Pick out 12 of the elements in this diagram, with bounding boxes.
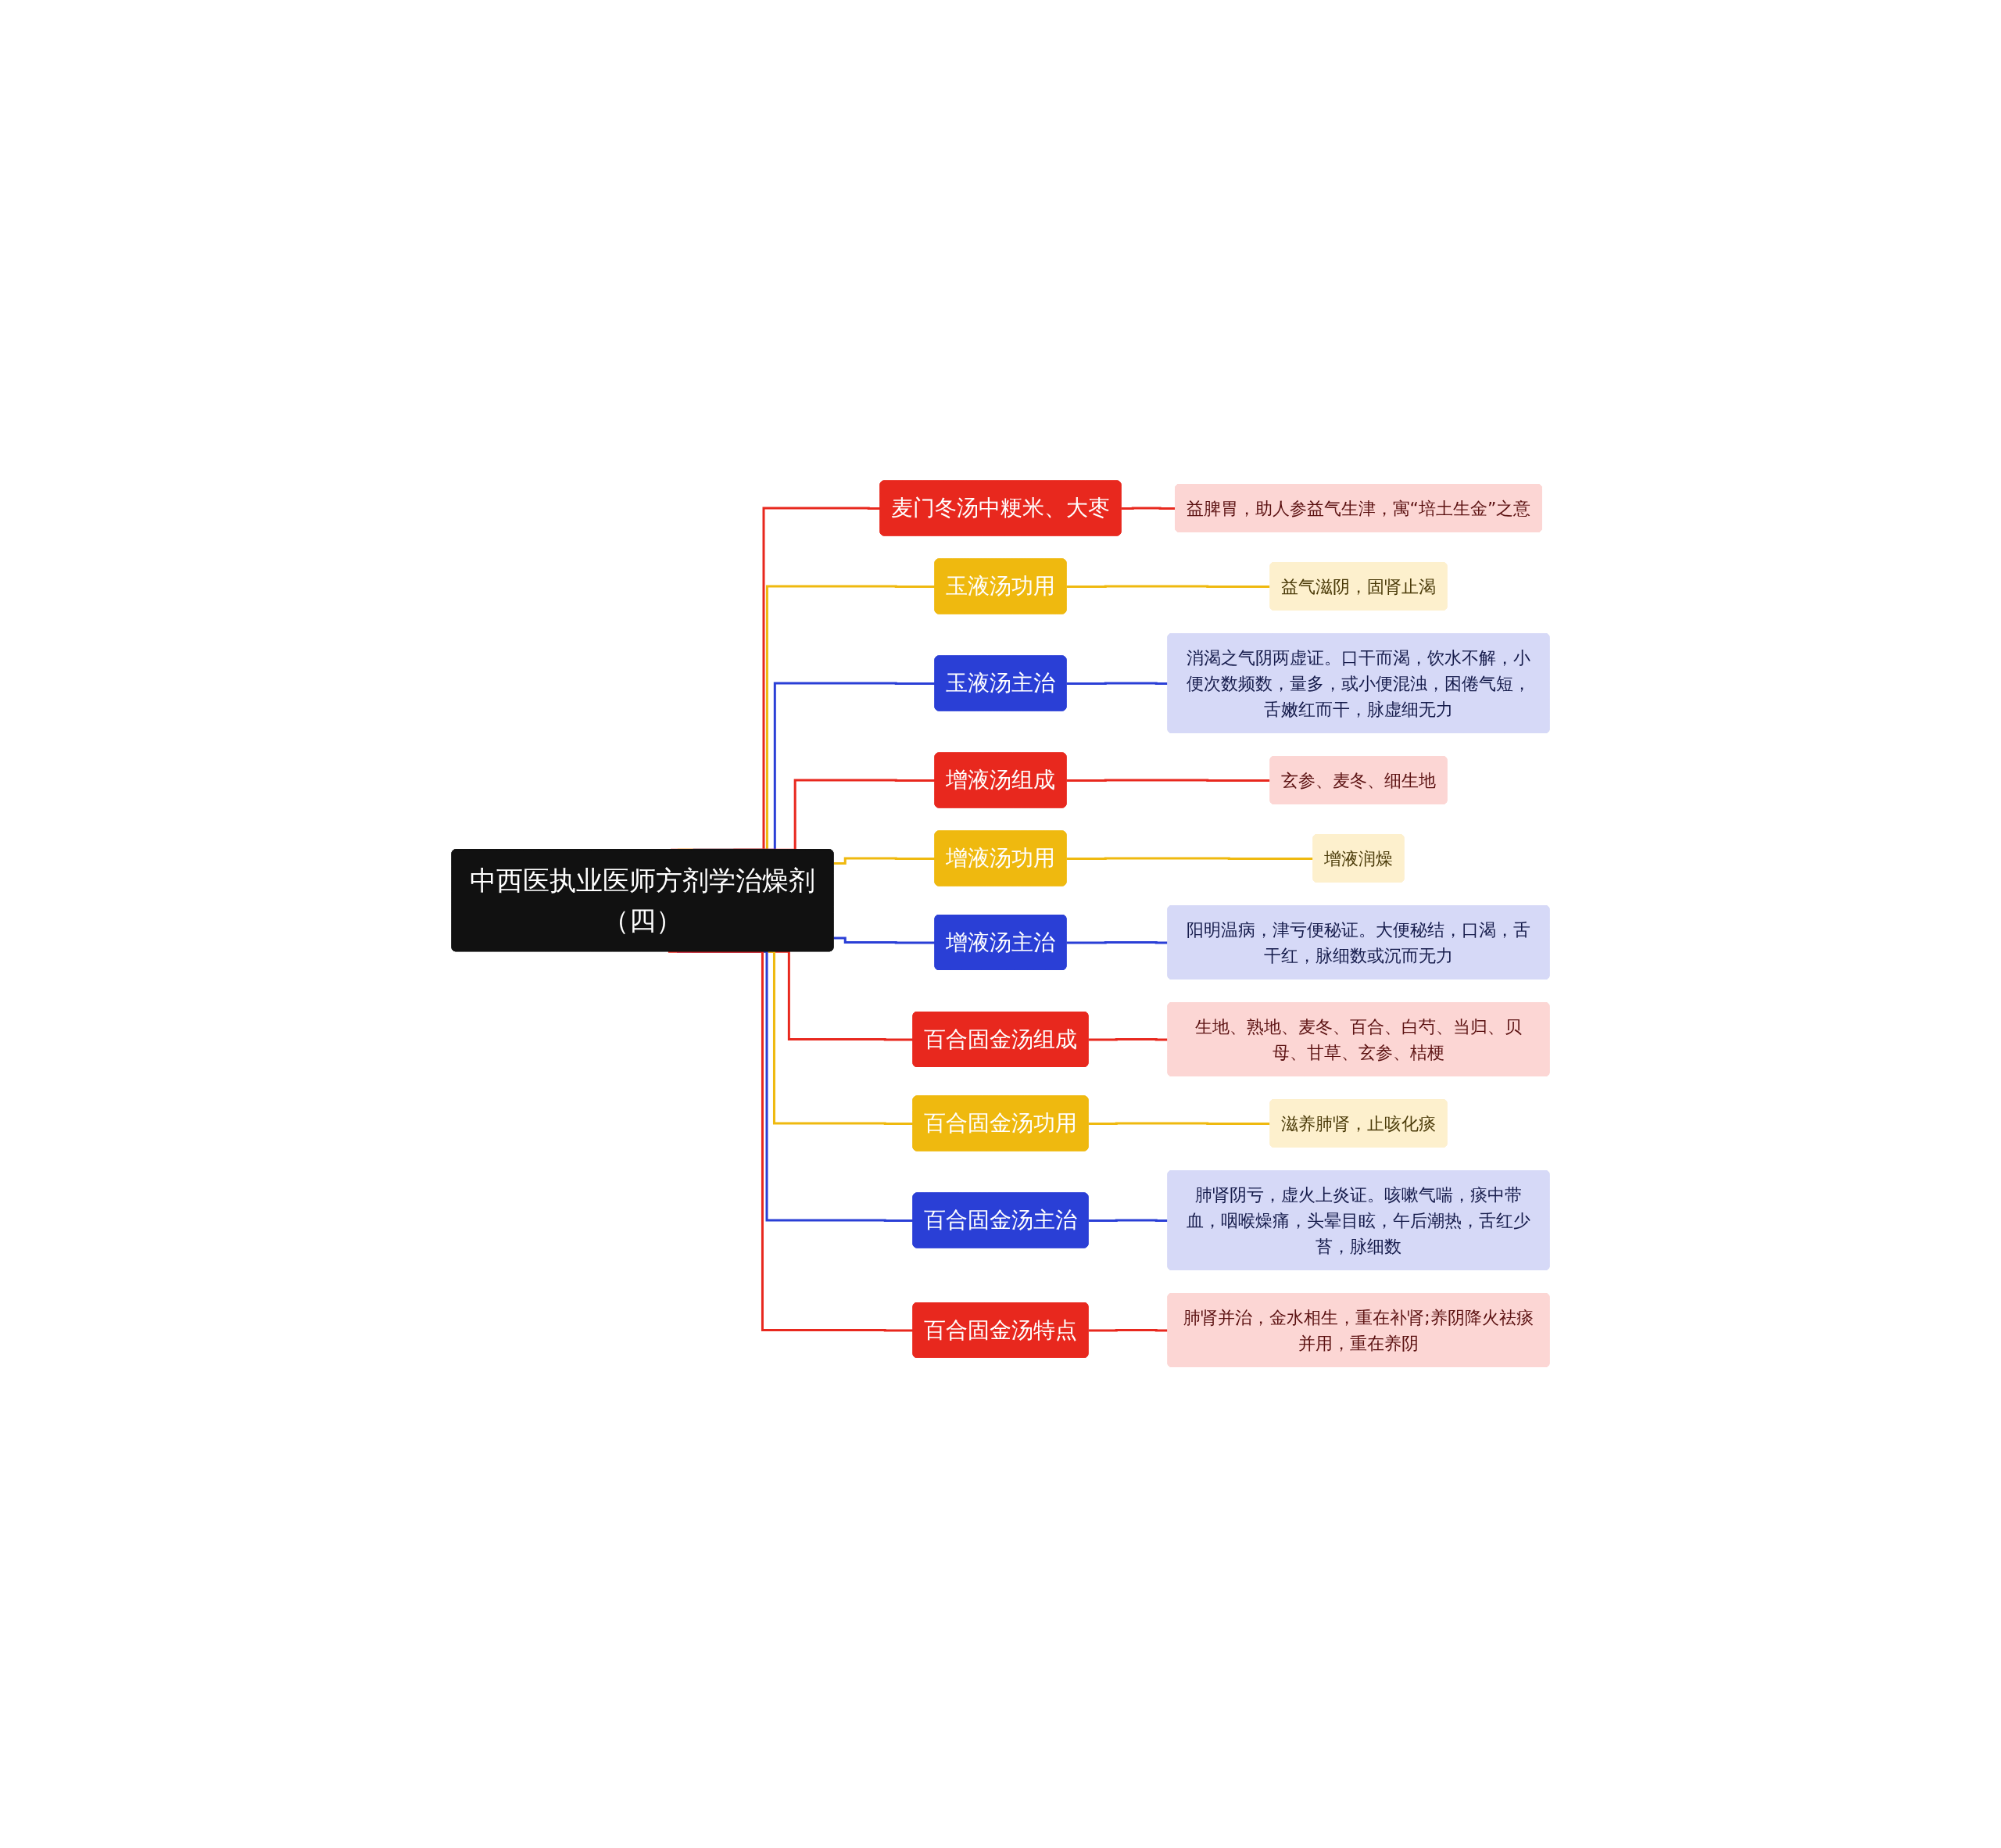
connector — [1088, 1219, 1169, 1223]
connector — [833, 937, 936, 944]
connector — [1121, 507, 1176, 510]
connector — [1066, 682, 1169, 686]
connector — [833, 857, 936, 865]
connector — [1066, 779, 1271, 783]
connector — [1088, 1038, 1169, 1041]
connector — [1066, 585, 1271, 589]
connector — [1066, 857, 1314, 861]
connector — [1088, 1122, 1271, 1126]
connector — [1066, 941, 1169, 944]
connector — [1088, 1329, 1169, 1332]
